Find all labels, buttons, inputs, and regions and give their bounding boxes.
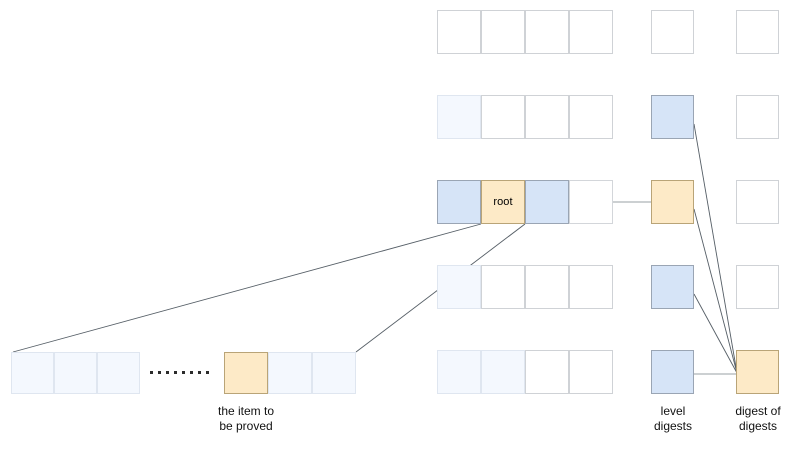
- row-3-cell-3: [525, 180, 569, 224]
- ellipsis-dot: [182, 371, 185, 374]
- row-5-cell-4: [569, 350, 613, 394]
- ellipsis-dot: [158, 371, 161, 374]
- row-4-cell-4: [569, 265, 613, 309]
- ellipsis-dot: [198, 371, 201, 374]
- expanded-row-right-cell-2: [268, 352, 312, 394]
- row-2-cell-4: [569, 95, 613, 139]
- row-1-cell-4: [569, 10, 613, 54]
- ellipsis-dots: [150, 371, 209, 374]
- row-2-level-digest: [651, 95, 694, 139]
- row-2-digest-of-digests: [736, 95, 779, 139]
- ellipsis-dot: [206, 371, 209, 374]
- row-4-digest-of-digests: [736, 265, 779, 309]
- row-3-cell-root: root: [481, 180, 525, 224]
- row-3-level-digest: [651, 180, 694, 224]
- digest-line-row2: [693, 123, 738, 374]
- row-1-level-digest: [651, 10, 694, 54]
- row-4-cell-2: [481, 265, 525, 309]
- caption-level-digests: level digests: [653, 404, 693, 433]
- row-4-level-digest: [651, 265, 694, 309]
- row-1-cell-1: [437, 10, 481, 54]
- row-5-cell-1: [437, 350, 481, 394]
- row-5-cell-2: [481, 350, 525, 394]
- expanded-row-left-cell-1: [11, 352, 54, 394]
- row-1-digest-of-digests: [736, 10, 779, 54]
- row-4-cell-3: [525, 265, 569, 309]
- expanded-row-left-cell-3: [97, 352, 140, 394]
- digest-line-row3: [693, 208, 738, 374]
- row-3-digest-of-digests: [736, 180, 779, 224]
- root-label: root: [493, 195, 513, 208]
- row-2-cell-2: [481, 95, 525, 139]
- expanded-row-item-to-be-proved: [224, 352, 268, 394]
- row-3-cell-1: [437, 180, 481, 224]
- expanded-row-right-cell-3: [312, 352, 356, 394]
- expanded-row-left-cell-2: [54, 352, 97, 394]
- row-2-cell-3: [525, 95, 569, 139]
- ellipsis-dot: [150, 371, 153, 374]
- row-5-level-digest: [651, 350, 694, 394]
- ellipsis-dot: [190, 371, 193, 374]
- row-4-cell-1: [437, 265, 481, 309]
- row-2-cell-1: [437, 95, 481, 139]
- ellipsis-dot: [174, 371, 177, 374]
- ellipsis-dot: [166, 371, 169, 374]
- row-5-digest-of-digests: [736, 350, 779, 394]
- caption-item-to-be-proved: the item to be proved: [217, 404, 275, 433]
- digest-line-row4: [693, 293, 738, 374]
- row-1-cell-3: [525, 10, 569, 54]
- caption-digest-of-digests: digest of digests: [735, 404, 781, 433]
- row-3-cell-4: [569, 180, 613, 224]
- row-5-cell-3: [525, 350, 569, 394]
- row-1-cell-2: [481, 10, 525, 54]
- expansion-line-left: [12, 223, 482, 353]
